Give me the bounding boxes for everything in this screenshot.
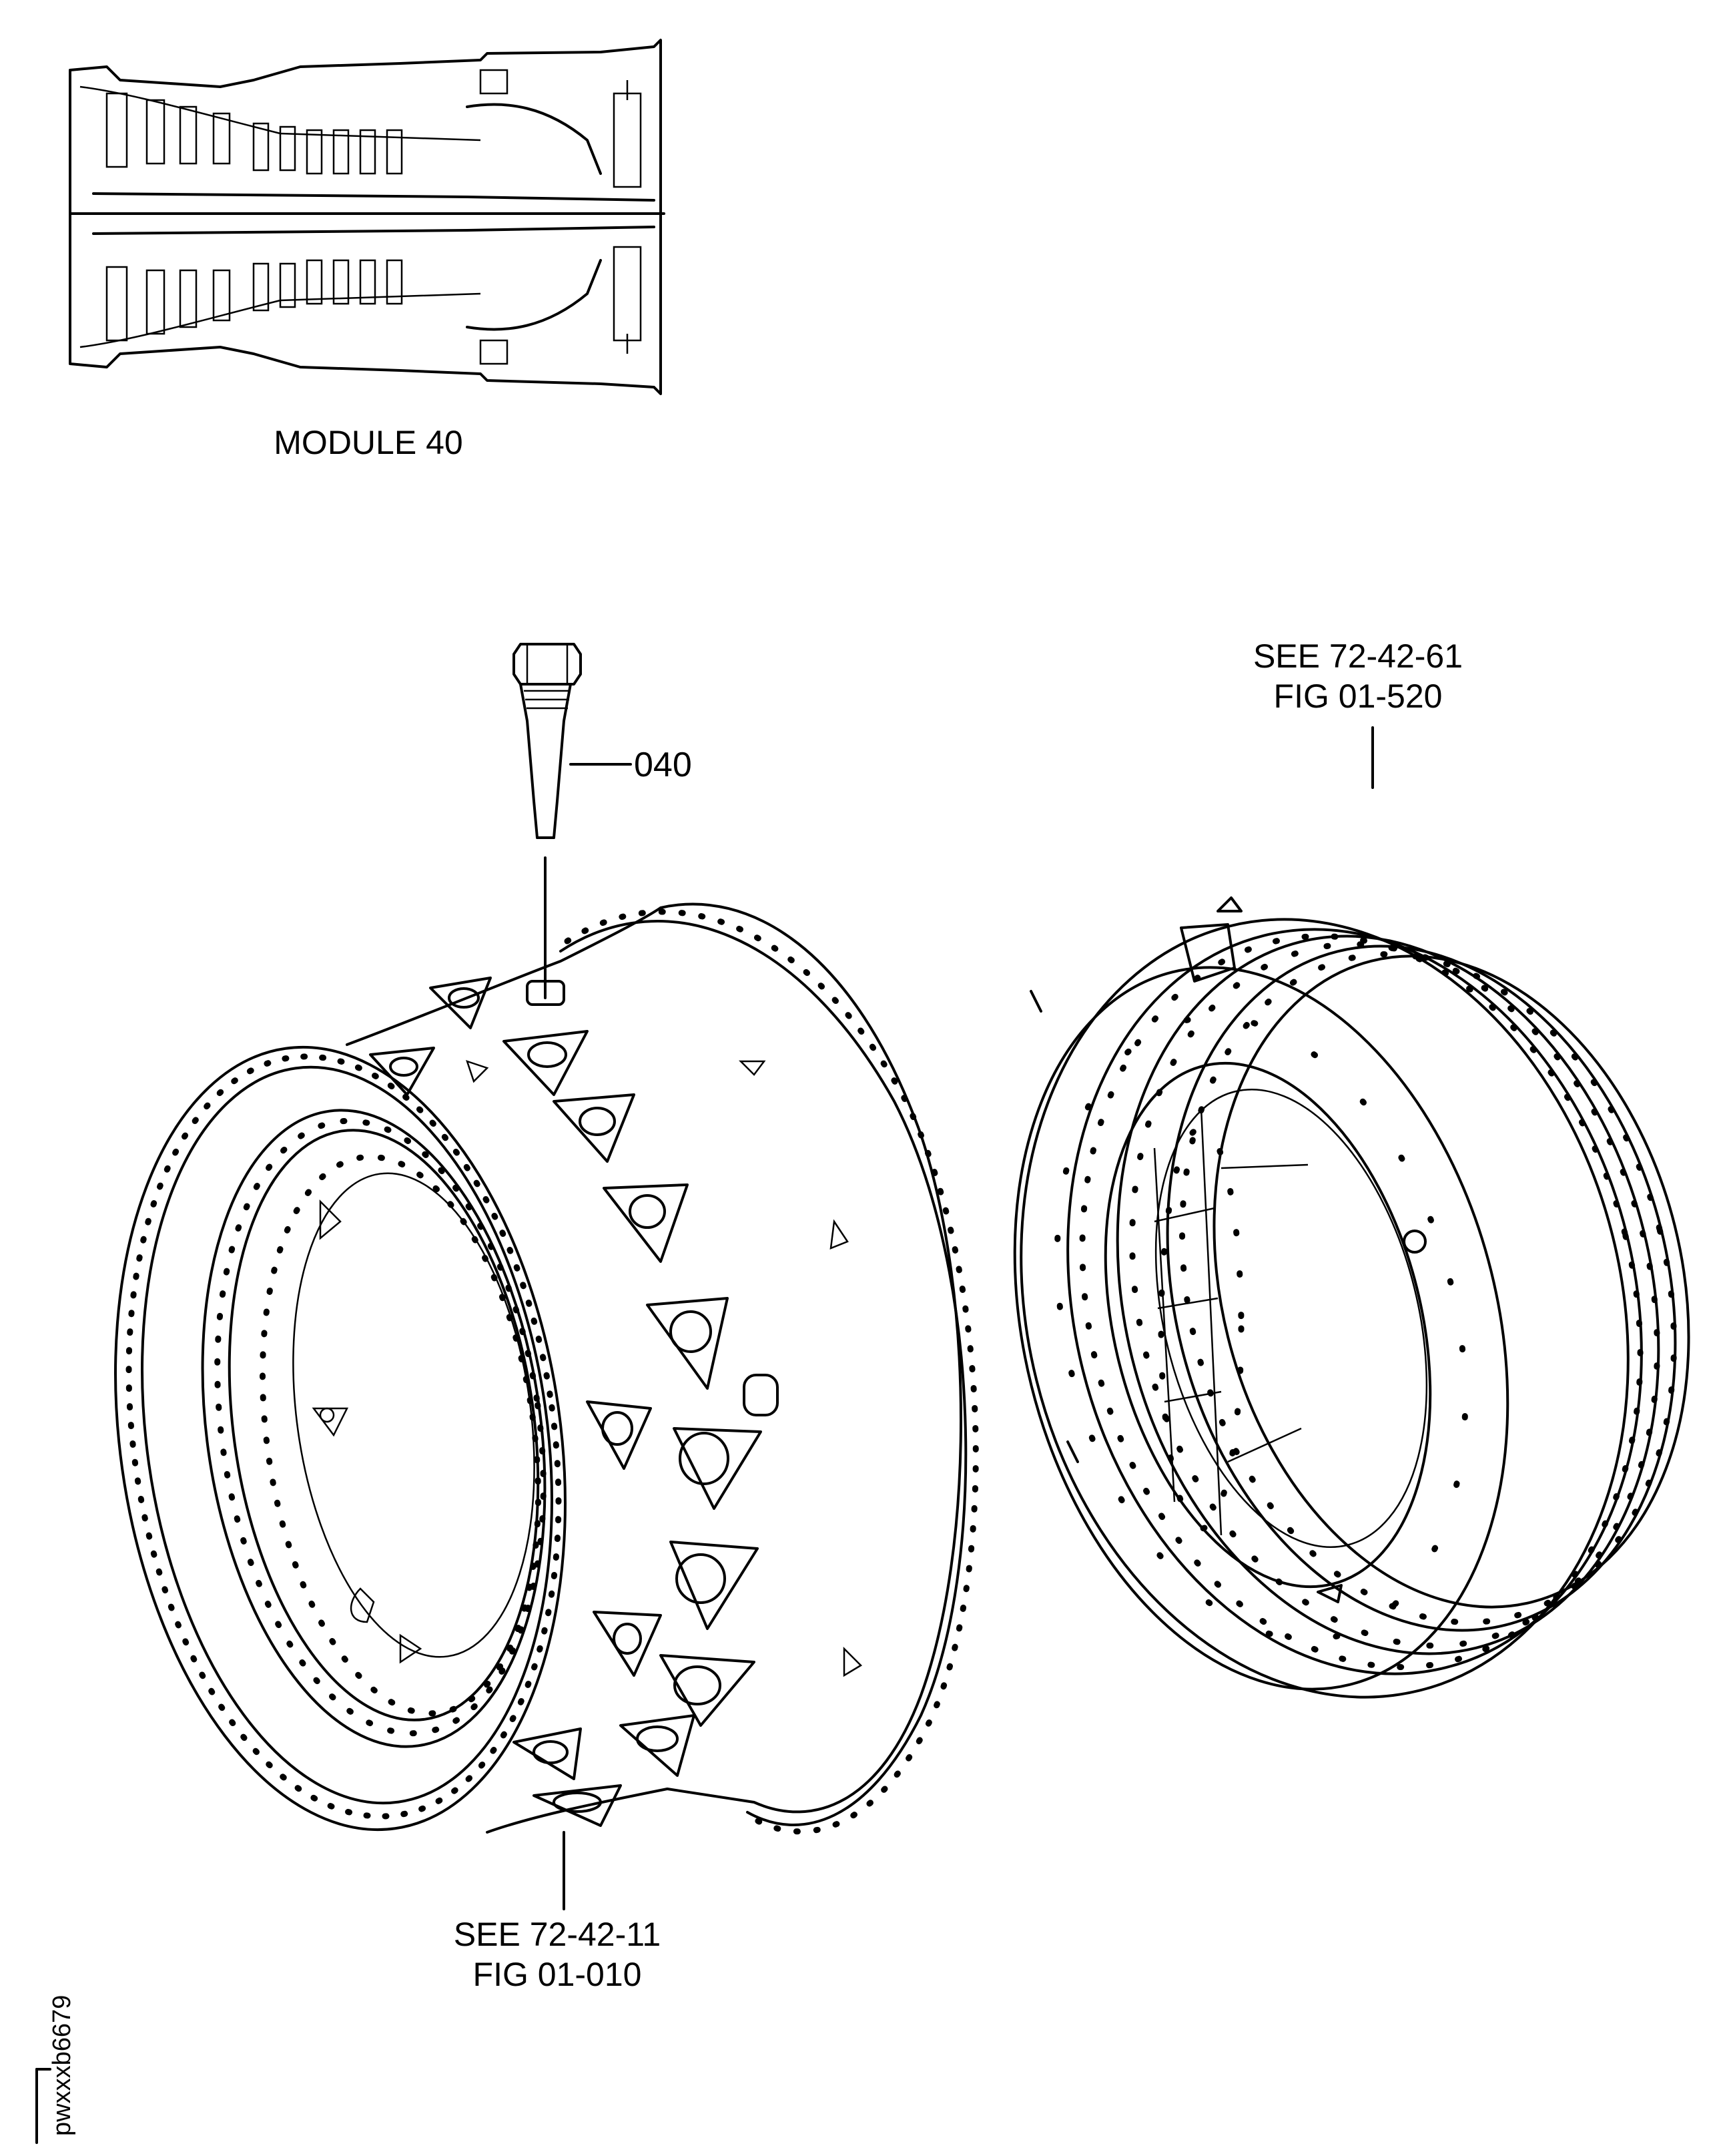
engine-cross-section xyxy=(69,39,665,395)
ref-bottom-line1: SEE 72-42-11 xyxy=(454,1916,661,1953)
ref-right-line1: SEE 72-42-61 xyxy=(1253,637,1463,675)
module-label: MODULE 40 xyxy=(274,424,462,461)
callout-040: 040 xyxy=(634,746,692,784)
ref-bottom-line2: FIG 01-010 xyxy=(473,1956,642,1993)
plug-bolt-part xyxy=(512,643,582,839)
combustion-case-assembly xyxy=(114,902,979,1835)
liner-ring-assembly xyxy=(1013,896,1690,1699)
drawing-id: pwxxxb6679 xyxy=(48,1995,76,2136)
ref-right-line2: FIG 01-520 xyxy=(1274,678,1443,715)
